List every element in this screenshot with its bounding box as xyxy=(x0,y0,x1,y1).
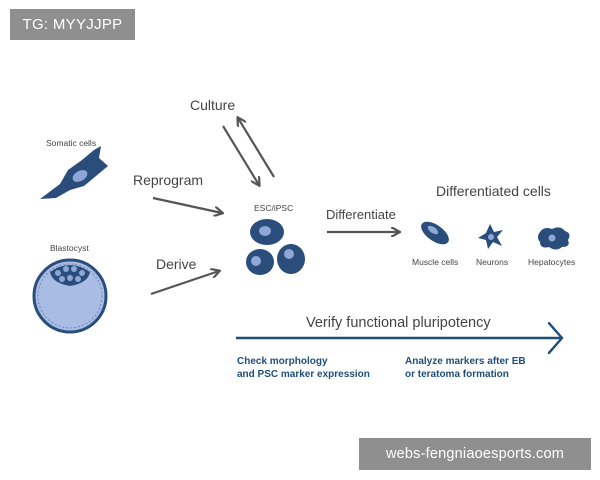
watermark-top-left: TG: MYYJJPP xyxy=(10,9,135,40)
differentiate-label: Differentiate xyxy=(326,207,396,222)
note-check-morphology-line2: and PSC marker expression xyxy=(237,369,370,380)
culture-label: Culture xyxy=(190,97,236,113)
derive-label: Derive xyxy=(156,256,197,272)
esc-ipsc-cluster-icon xyxy=(246,219,305,275)
muscle-cell-icon xyxy=(421,221,449,245)
derive-arrow xyxy=(150,271,219,296)
culture-arrow-up xyxy=(238,118,275,178)
hepatocytes-label: Hepatocytes xyxy=(528,257,576,267)
reprogram-label: Reprogram xyxy=(133,172,204,188)
differentiated-cells-label: Differentiated cells xyxy=(436,183,551,199)
note-analyze-markers-line1: Analyze markers after EB xyxy=(405,356,526,367)
note-check-morphology-line1: Check morphology xyxy=(237,356,328,367)
blastocyst-icon xyxy=(32,258,108,334)
esc-ipsc-label: ESC/iPSC xyxy=(254,203,294,213)
note-check-morphology: Check morphology and PSC marker expressi… xyxy=(237,355,407,381)
neurons-label: Neurons xyxy=(476,257,509,267)
somatic-cells-label: Somatic cells xyxy=(46,138,97,148)
muscle-cells-label: Muscle cells xyxy=(412,257,459,267)
blastocyst-label: Blastocyst xyxy=(50,243,89,253)
culture-arrow-down xyxy=(222,125,259,185)
verify-pluripotency-label: Verify functional pluripotency xyxy=(306,315,491,331)
watermark-bottom-right: webs-fengniaoesports.com xyxy=(359,438,591,470)
neuron-icon xyxy=(478,224,503,249)
hepatocyte-icon xyxy=(538,227,570,250)
reprogram-arrow xyxy=(152,196,222,213)
note-analyze-markers-line2: or teratoma formation xyxy=(405,369,509,380)
note-analyze-markers: Analyze markers after EB or teratoma for… xyxy=(405,355,565,381)
somatic-cell-icon xyxy=(40,146,108,199)
